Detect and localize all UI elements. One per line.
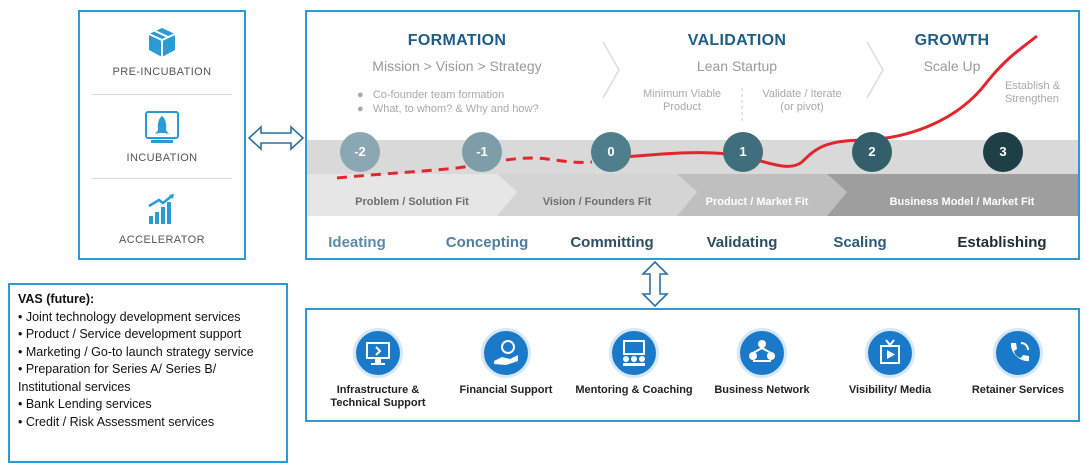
services-panel: Infrastructure & Technical Support Finan… xyxy=(305,308,1080,422)
vas-box: VAS (future): • Joint technology develop… xyxy=(8,283,288,463)
fit-label: Product / Market Fit xyxy=(705,196,809,208)
vas-item: • Marketing / Go-to launch strategy serv… xyxy=(18,344,254,359)
phase-subtitle: Mission > Vision > Strategy xyxy=(372,58,542,74)
activity-label: Committing xyxy=(570,234,654,251)
stage-accelerator: ACCELERATOR xyxy=(80,192,244,246)
vas-item: • Credit / Risk Assessment services xyxy=(18,414,215,429)
monitor-icon xyxy=(366,342,390,365)
service-circle xyxy=(481,328,531,378)
step-band xyxy=(307,140,1078,174)
double-arrow-horizontal xyxy=(247,125,305,151)
network-icon xyxy=(749,340,775,362)
vas-item: • Preparation for Series A/ Series B/ In… xyxy=(18,362,217,394)
fit-label: Vision / Founders Fit xyxy=(542,196,652,208)
phase-subtitle: Scale Up xyxy=(923,58,981,74)
bullet-item: ● What, to whom? & Why and how? xyxy=(357,103,539,115)
fit-label: Problem / Solution Fit xyxy=(355,196,469,208)
activity-label: Scaling xyxy=(833,234,887,251)
service-circle xyxy=(609,328,659,378)
service-label: Business Network xyxy=(714,384,810,396)
money-hand-icon xyxy=(494,340,518,365)
lifecycle-graphic xyxy=(307,34,1078,216)
media-icon xyxy=(880,339,900,364)
validate-note: Validate / Iterate(or pivot) xyxy=(762,88,842,113)
service-circle xyxy=(993,328,1043,378)
fit-label: Business Model / Market Fit xyxy=(889,196,1035,208)
establish-note: Establish &Strengthen xyxy=(1005,80,1061,105)
service-label: Retainer Services xyxy=(971,384,1065,396)
activity-label: Validating xyxy=(706,234,778,251)
activity-label: Ideating xyxy=(328,234,386,251)
stage-pre-incubation: PRE-INCUBATION xyxy=(80,24,244,78)
vas-item: • Bank Lending services xyxy=(18,397,152,411)
phase-subtitle: Lean Startup xyxy=(696,58,778,74)
step-circle: 0 xyxy=(591,132,631,172)
activity-label: Establishing xyxy=(957,234,1047,251)
phase-separator xyxy=(602,41,620,99)
service-visibility: Visibility/ Media xyxy=(831,320,949,416)
phase-title: VALIDATION xyxy=(687,32,787,49)
phase-separator xyxy=(866,41,884,99)
service-mentoring: Mentoring & Coaching xyxy=(575,320,693,416)
stage-incubation: INCUBATION xyxy=(80,108,244,164)
phone-icon xyxy=(1010,342,1029,362)
formation-bullets: ● Co-founder team formation ● What, to w… xyxy=(357,88,539,116)
phase-title: GROWTH xyxy=(914,32,990,49)
service-label: Infrastructure & Technical Support xyxy=(330,384,426,409)
stage-label: ACCELERATOR xyxy=(119,234,205,246)
activity-label: Concepting xyxy=(445,234,529,251)
service-label: Visibility/ Media xyxy=(848,384,932,396)
vas-item: • Joint technology development services xyxy=(18,309,241,324)
growth-icon xyxy=(148,194,174,224)
vas-title: VAS (future): xyxy=(18,292,95,306)
fit-chevron xyxy=(677,174,847,216)
phase-title: FORMATION xyxy=(407,32,507,49)
lifecycle-panel: FORMATION Mission > Vision > Strategy VA… xyxy=(305,10,1080,260)
stage-label: INCUBATION xyxy=(126,152,198,164)
service-circle xyxy=(353,328,403,378)
service-retainer: Retainer Services xyxy=(959,320,1077,416)
divider xyxy=(92,94,232,95)
bullet-item: ● Co-founder team formation xyxy=(357,89,505,101)
stage-label: PRE-INCUBATION xyxy=(112,66,212,78)
fit-chevron xyxy=(827,174,1078,216)
fit-chevron xyxy=(307,174,517,216)
divider xyxy=(92,178,232,179)
step-circle: 2 xyxy=(852,132,892,172)
service-circle xyxy=(737,328,787,378)
service-financial: Financial Support xyxy=(447,320,565,416)
dashed-curve xyxy=(336,156,593,180)
step-circle: -2 xyxy=(340,132,380,172)
growth-curve xyxy=(606,34,1038,168)
step-circle: -1 xyxy=(462,132,502,172)
service-circle xyxy=(865,328,915,378)
service-network: Business Network xyxy=(703,320,821,416)
box-icon xyxy=(148,28,176,57)
fit-chevron xyxy=(497,174,697,216)
presentation-icon xyxy=(623,340,645,366)
step-circle: 3 xyxy=(983,132,1023,172)
vas-item: • Product / Service development support xyxy=(18,327,242,341)
rocket-icon xyxy=(145,111,179,143)
service-label: Financial Support xyxy=(459,384,553,396)
service-label: Mentoring & Coaching xyxy=(575,384,693,396)
step-circle: 1 xyxy=(723,132,763,172)
stages-panel: PRE-INCUBATION INCUBATION ACCELERATOR xyxy=(78,10,246,260)
double-arrow-vertical xyxy=(641,260,669,308)
service-infrastructure: Infrastructure & Technical Support xyxy=(319,320,437,416)
